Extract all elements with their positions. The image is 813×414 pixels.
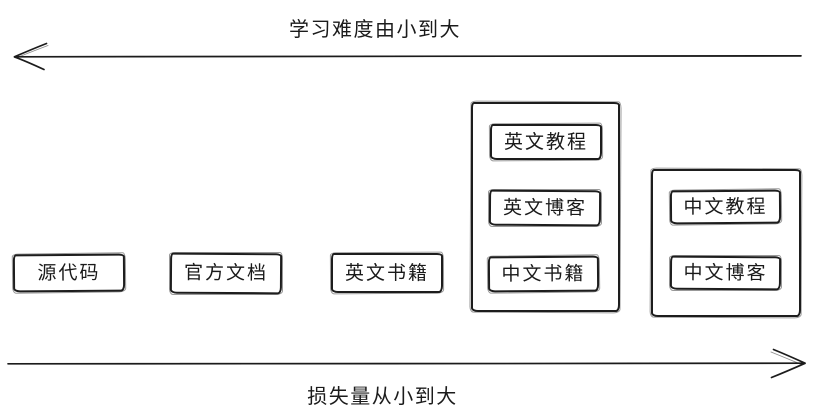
node-label: 官方文档	[183, 262, 269, 285]
node-english-books: 英文书籍	[331, 253, 443, 293]
node-english-tutorials: 英文教程	[490, 124, 602, 160]
node-label: 英文书籍	[344, 262, 429, 284]
top-axis-label: 学习难度由小到大	[289, 19, 461, 41]
node-english-blogs: 英文博客	[488, 189, 602, 227]
node-label: 中文教程	[683, 196, 768, 218]
node-source-code: 源代码	[12, 253, 126, 293]
node-chinese-books: 中文书籍	[487, 255, 600, 293]
node-chinese-tutorials: 中文教程	[669, 189, 782, 225]
right-arrow-icon	[7, 348, 806, 379]
node-label: 源代码	[37, 262, 101, 284]
node-label: 英文教程	[503, 131, 588, 153]
left-arrow-icon	[13, 42, 802, 71]
node-chinese-blogs: 中文博客	[669, 255, 782, 291]
node-official-docs: 官方文档	[169, 252, 283, 295]
node-label: 中文书籍	[501, 263, 586, 285]
group-chinese-tutorials-blogs: 中文教程 中文博客	[651, 169, 801, 317]
node-label: 中文博客	[683, 262, 768, 284]
node-label: 英文博客	[502, 197, 588, 219]
group-english-tutorials-blogs-chinese-books: 英文教程 英文博客 中文书籍	[471, 102, 620, 312]
bottom-axis-label: 损失量从小到大	[307, 386, 458, 408]
